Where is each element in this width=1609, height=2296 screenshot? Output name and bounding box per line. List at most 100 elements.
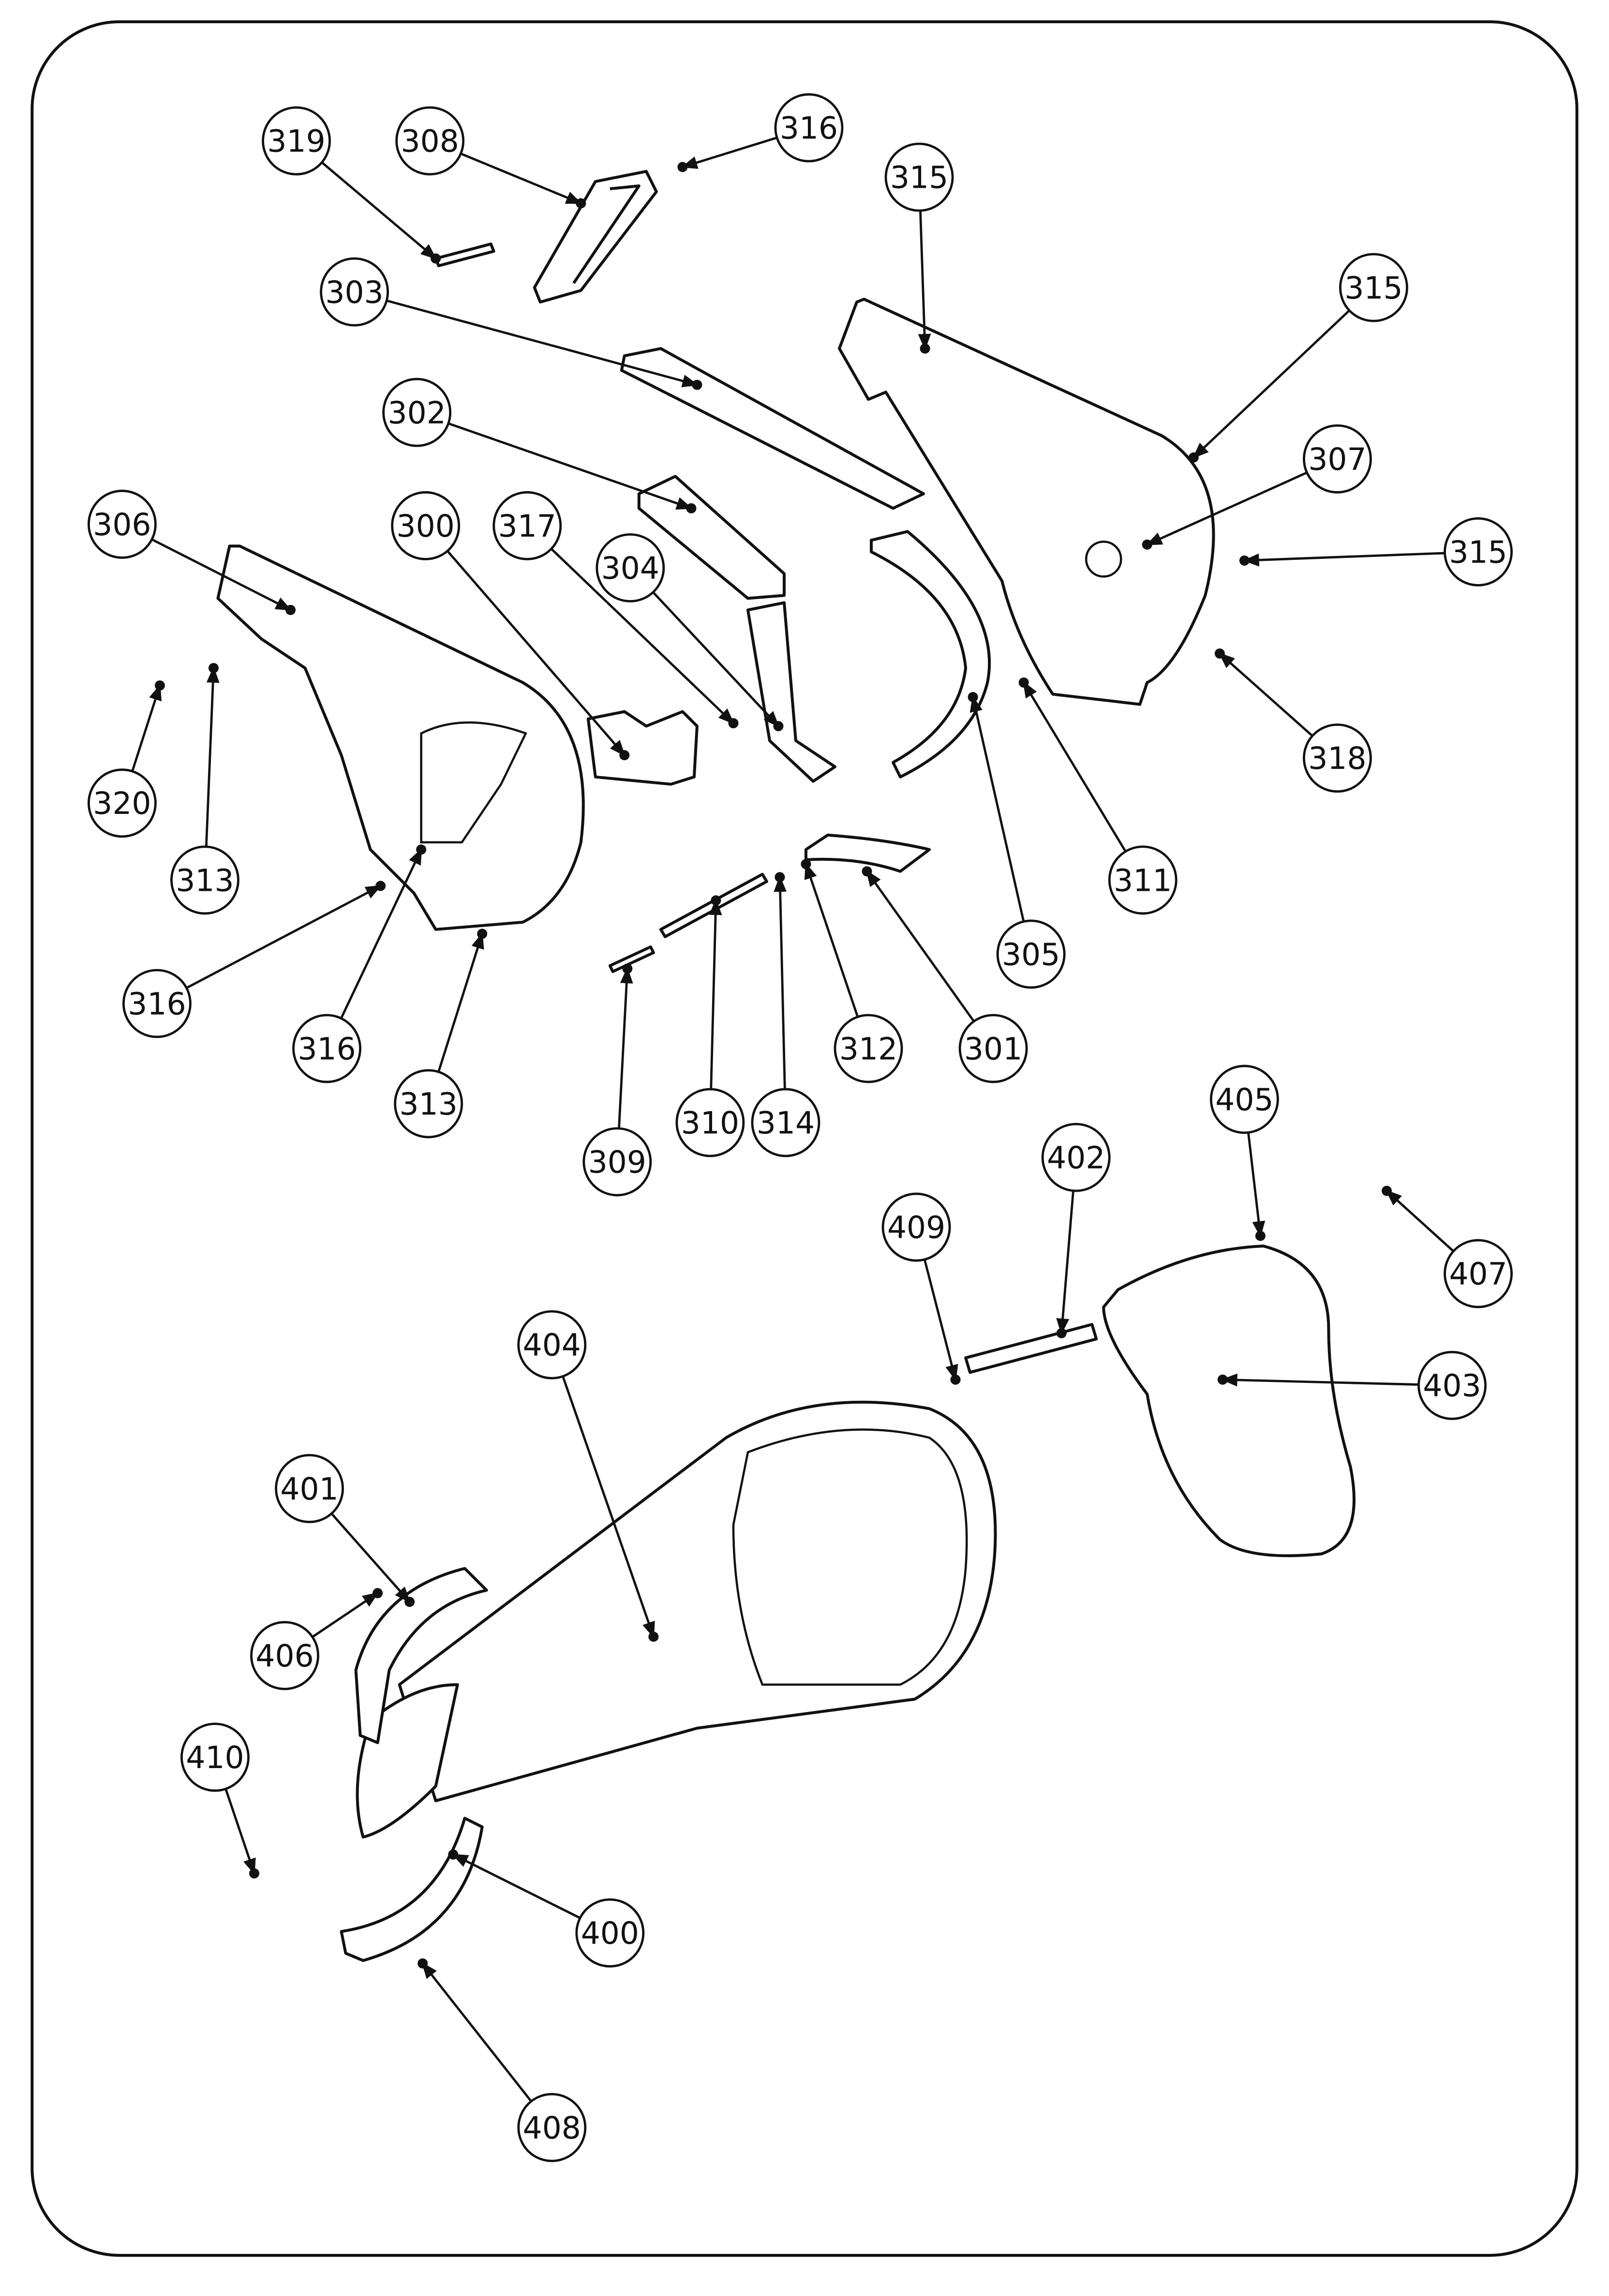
callout-number: 315 <box>1449 535 1507 570</box>
target-dot <box>448 1849 459 1860</box>
leader-line <box>1218 652 1313 737</box>
callout-circle <box>575 1898 645 1968</box>
callout-408: 408 <box>417 1958 587 2162</box>
part-300 <box>586 710 699 786</box>
callout-circle <box>834 1014 903 1083</box>
target-dot <box>1056 1328 1067 1338</box>
callout-number: 407 <box>1449 1257 1507 1292</box>
target-dot <box>773 721 784 732</box>
target-dot <box>711 895 721 906</box>
callout-circle <box>87 768 157 838</box>
callout-circle <box>751 1088 820 1157</box>
callout-number: 408 <box>523 2110 581 2146</box>
leader-line <box>1221 1373 1419 1387</box>
target-dot <box>692 379 702 390</box>
target-dot <box>477 929 488 939</box>
callout-number: 400 <box>581 1916 639 1951</box>
leader-line <box>447 550 626 757</box>
callout-315: 315 <box>1239 517 1513 586</box>
leader-line <box>421 1962 532 2102</box>
leader-line <box>652 591 780 728</box>
target-dot <box>154 680 165 691</box>
callout-number: 318 <box>1308 741 1366 776</box>
leader-line <box>1056 1190 1074 1335</box>
leader-line <box>131 684 162 772</box>
part-308 <box>533 170 658 304</box>
target-dot <box>686 503 697 513</box>
callout-circle <box>395 106 465 176</box>
part-402 <box>964 1323 1098 1374</box>
callout-308: 308 <box>395 106 586 209</box>
leader-line <box>618 967 633 1129</box>
callout-number: 315 <box>1344 270 1402 306</box>
callout-number: 315 <box>890 160 948 195</box>
target-dot <box>1018 677 1029 688</box>
callout-309: 309 <box>582 963 652 1197</box>
target-dot <box>285 605 296 615</box>
callout-302: 302 <box>382 377 697 513</box>
target-dot <box>968 692 978 703</box>
target-dot <box>862 866 872 877</box>
callout-circle <box>517 1310 587 1380</box>
target-dot <box>1214 648 1225 659</box>
callout-number: 313 <box>176 863 234 898</box>
leader-line <box>918 210 931 350</box>
callout-number: 402 <box>1047 1140 1105 1176</box>
callout-318: 318 <box>1214 648 1372 793</box>
callout-400: 400 <box>448 1849 645 1968</box>
callout-401: 401 <box>275 1454 415 1607</box>
target-dot <box>1382 1186 1392 1196</box>
callout-number: 406 <box>255 1638 313 1674</box>
callout-circle <box>675 1088 745 1157</box>
callout-319: 319 <box>262 106 441 264</box>
callout-circle <box>170 845 239 915</box>
target-dot <box>372 1588 383 1598</box>
callout-circle <box>517 2093 587 2162</box>
callout-circle <box>262 106 331 176</box>
callout-305: 305 <box>968 692 1066 989</box>
target-dot <box>249 1868 260 1879</box>
part-306 <box>216 544 585 931</box>
target-dot <box>801 859 811 870</box>
callout-circle <box>596 533 665 602</box>
callout-409: 409 <box>881 1192 961 1385</box>
part-310 <box>659 872 768 938</box>
callout-300: 300 <box>391 491 630 761</box>
target-dot <box>677 162 688 172</box>
callout-circle <box>958 1014 1028 1083</box>
leader-line <box>186 885 382 989</box>
callout-405: 405 <box>1209 1065 1279 1241</box>
callout-circle <box>1303 723 1372 793</box>
target-dot <box>622 963 633 974</box>
leader-line <box>1146 471 1308 546</box>
callout-304: 304 <box>596 533 784 732</box>
callout-307: 307 <box>1142 424 1372 550</box>
callout-number: 401 <box>280 1471 338 1507</box>
target-dot <box>417 1958 428 1969</box>
callout-circle <box>1209 1065 1279 1134</box>
callout-number: 316 <box>128 986 186 1021</box>
callout-317: 317 <box>492 491 739 729</box>
callout-circle <box>320 257 389 327</box>
callout-number: 310 <box>681 1105 739 1140</box>
leader-line <box>804 862 859 1018</box>
target-dot <box>775 872 785 883</box>
part-315-housing <box>838 298 1215 706</box>
callout-number: 306 <box>93 507 151 542</box>
leader-line <box>1247 1132 1266 1238</box>
leader-line <box>340 848 422 1019</box>
part-404-flange <box>356 1683 459 1839</box>
target-dot <box>576 198 586 209</box>
hub-hole <box>1085 540 1122 578</box>
callout-number: 301 <box>964 1031 1022 1066</box>
target-dot <box>920 343 930 354</box>
callout-313: 313 <box>170 663 239 915</box>
callout-circle <box>1417 1351 1487 1420</box>
callout-number: 314 <box>757 1105 815 1140</box>
callout-number: 320 <box>93 786 151 821</box>
leader-line <box>386 300 699 388</box>
leader-line <box>681 136 777 169</box>
target-dot <box>648 1631 659 1642</box>
leader-line <box>1023 681 1127 852</box>
